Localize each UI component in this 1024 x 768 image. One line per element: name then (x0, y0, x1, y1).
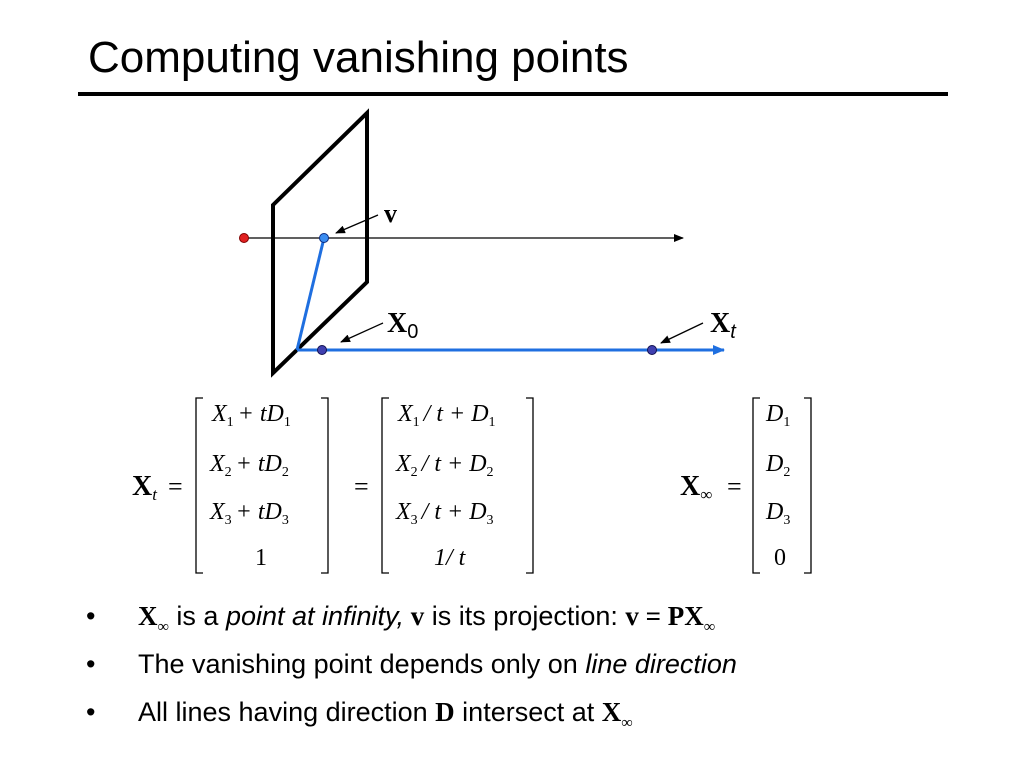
matrix3-row-1: D1 (765, 401, 790, 430)
matrix1-row-1: X1+ tD1 (211, 401, 291, 430)
x-inf-symbol: X∞ (138, 601, 169, 636)
matrix3-right-bracket (804, 397, 812, 574)
matrix2-row-3: X3/ t + D3 (395, 499, 494, 528)
eq-xt-lhs: Xt (132, 471, 158, 504)
x0-pointer (340, 322, 384, 343)
matrix2-row-2: X2/ t + D2 (395, 451, 494, 480)
label-x0: X0 (387, 308, 418, 343)
bullet-item-2: • The vanishing point depends only on li… (86, 644, 986, 692)
matrix1-row-3: X3+ tD3 (209, 499, 289, 528)
matrix1-left-bracket (195, 397, 203, 574)
camera-center-point (239, 233, 249, 243)
matrix2-right-bracket (526, 397, 534, 574)
slide-title: Computing vanishing points (88, 33, 629, 82)
bullet-marker: • (86, 601, 96, 631)
bullet-item-3: • All lines having direction D intersect… (86, 692, 986, 740)
image-plane (271, 108, 369, 378)
matrix3-left-bracket (752, 397, 760, 574)
matrix2-row-4: 1/ t (434, 545, 467, 571)
vanishing-point (319, 233, 329, 243)
bullet-marker: • (86, 649, 96, 679)
projected-line (295, 237, 326, 351)
matrix3-row-3: D3 (765, 499, 790, 528)
label-v: v (384, 199, 397, 228)
vanishing-point-diagram: v X0 Xt Xt = X1+ tD1 X2+ tD2 X3+ tD3 1 =… (132, 108, 812, 574)
matrix2-row-1: X1/ t + D1 (397, 401, 496, 430)
matrix1-row-4: 1 (255, 545, 267, 571)
bullet-item-1: • X∞ is a point at infinity, v is its pr… (86, 596, 986, 644)
eq-sign-1: = (168, 472, 183, 501)
v-pointer (335, 214, 379, 234)
x0-point (317, 345, 327, 355)
label-xt: Xt (710, 308, 737, 343)
matrix1-right-bracket (321, 397, 329, 574)
matrix2-left-bracket (381, 397, 389, 574)
matrix1-row-2: X2+ tD2 (209, 451, 289, 480)
bullet-list: • X∞ is a point at infinity, v is its pr… (86, 596, 986, 740)
title-rule (78, 92, 948, 96)
projection-equation: v = PX∞ (625, 601, 716, 636)
matrix3-row-4: 0 (774, 545, 786, 571)
xt-pointer (660, 322, 704, 344)
eq-sign-3: = (727, 472, 742, 501)
eq-sign-2: = (354, 472, 369, 501)
xt-point (647, 345, 657, 355)
eq-xinf-lhs: X∞ (680, 471, 712, 504)
x-inf-symbol: X∞ (601, 697, 633, 732)
bullet-marker: • (86, 697, 96, 727)
matrix3-row-2: D2 (765, 451, 790, 480)
